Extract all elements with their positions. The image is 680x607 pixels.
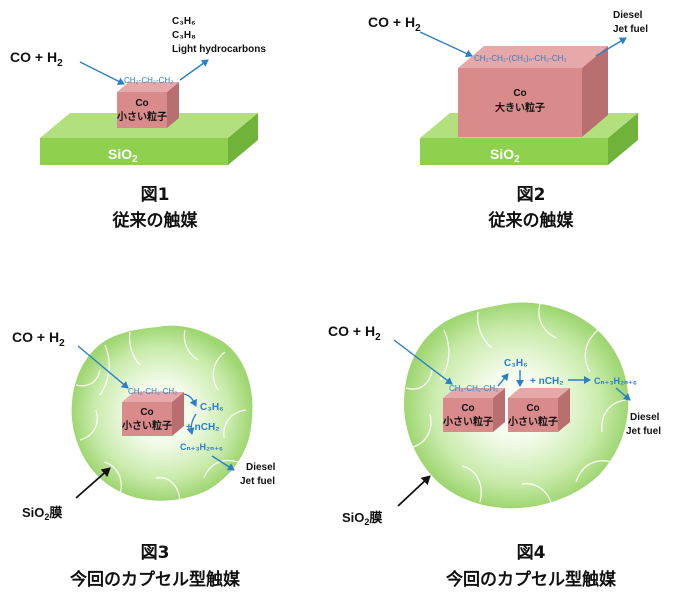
figure-title: 従来の触媒 (112, 210, 199, 231)
particle-label: 大きい粒子 (495, 101, 545, 114)
cn-label: Cₙ₊₃H₂ₙ₊₆ (594, 376, 637, 386)
reactant-arrow (77, 345, 129, 389)
nch2-label: + nCH₂ (186, 422, 220, 433)
co-label-right: Co (526, 403, 539, 414)
co-particle (458, 46, 608, 137)
membrane-arrow (75, 467, 111, 499)
reactant-arrow (419, 31, 473, 58)
co-particle-right (508, 388, 570, 432)
product-1: C₃H₆ (172, 16, 196, 27)
figure-title: 従来の触媒 (488, 210, 575, 231)
product-2: Jet fuel (613, 24, 648, 35)
membrane-label: SiO2膜 (22, 505, 62, 522)
figure-4: Co 小さい粒子 Co 小さい粒子 CH₂-CH₂-CH₂ CO + H2 C₃… (328, 302, 661, 590)
particle-label-left: 小さい粒子 (442, 415, 493, 428)
product-arrow (179, 59, 209, 81)
particle-label: 小さい粒子 (121, 419, 172, 432)
membrane-arrow (397, 475, 431, 507)
c3h6-label: C₃H₆ (504, 358, 528, 369)
chain-label: CH₂-CH₂-CH₂ (128, 387, 177, 396)
product-1: Diesel (613, 10, 643, 21)
c3h6-arrow (497, 373, 509, 387)
figure-number: 図1 (141, 185, 170, 205)
chain-label: CH₂-CH₂-(CH₂)ₙ-CH₂-CH₃ (474, 54, 567, 63)
product-arrow (211, 455, 235, 471)
support-slab (40, 113, 258, 165)
support-label: SiO2 (108, 146, 138, 165)
co-label: Co (513, 88, 526, 99)
product-2: Jet fuel (240, 476, 275, 487)
co-label: Co (140, 407, 153, 418)
product-2: C₃H₈ (172, 30, 196, 41)
co-particle-left (443, 388, 505, 432)
particle-label-right: 小さい粒子 (507, 415, 558, 428)
chain-label: CH₂-CH₂-CH₂ (124, 76, 173, 85)
cn-label: Cₙ₊₃H₂ₙ₊₆ (180, 442, 223, 452)
figure-3: Co 小さい粒子 CH₂-CH₂-CH₂ CO + H2 C₃H₆ + nCH₂… (12, 325, 276, 590)
reactant-label: CO + H2 (10, 49, 63, 69)
reactant-arrow (393, 339, 453, 385)
figure-number: 図2 (517, 185, 546, 205)
co-particle (117, 82, 179, 128)
reactant-label: CO + H2 (328, 323, 381, 343)
figure-1: SiO2 Co 小さい粒子 CH₂-CH₂-CH₂ CO + H2 C₃H₆ C… (10, 16, 266, 231)
c3h6-label: C₃H₆ (200, 402, 224, 413)
product-1: Diesel (630, 412, 660, 423)
co-label-left: Co (461, 403, 474, 414)
c3h6-arrow (183, 393, 197, 407)
growth-arrow (186, 413, 197, 435)
reactant-label: CO + H2 (12, 329, 65, 349)
product-3: Light hydrocarbons (172, 44, 266, 55)
membrane-label: SiO2膜 (342, 510, 382, 527)
reactant-arrow (79, 61, 125, 85)
figure-title: 今回のカプセル型触媒 (446, 569, 617, 590)
product-1: Diesel (246, 462, 276, 473)
product-2: Jet fuel (626, 426, 661, 437)
particle-label: 小さい粒子 (116, 110, 167, 123)
co-label: Co (135, 98, 148, 109)
product-arrow (615, 387, 631, 401)
figure-number: 図3 (141, 543, 170, 563)
nch2-label: + nCH₂ (530, 376, 564, 387)
support-label: SiO2 (490, 146, 520, 165)
chain-label: CH₂-CH₂-CH₂ (449, 384, 498, 393)
co-particle (122, 392, 184, 436)
figure-2: SiO2 Co 大きい粒子 CH₂-CH₂-(CH₂)ₙ-CH₂-CH₃ CO … (368, 10, 648, 231)
reactant-label: CO + H2 (368, 14, 421, 34)
product-arrow (595, 37, 627, 57)
figure-title: 今回のカプセル型触媒 (70, 569, 241, 590)
figure-number: 図4 (517, 543, 546, 563)
